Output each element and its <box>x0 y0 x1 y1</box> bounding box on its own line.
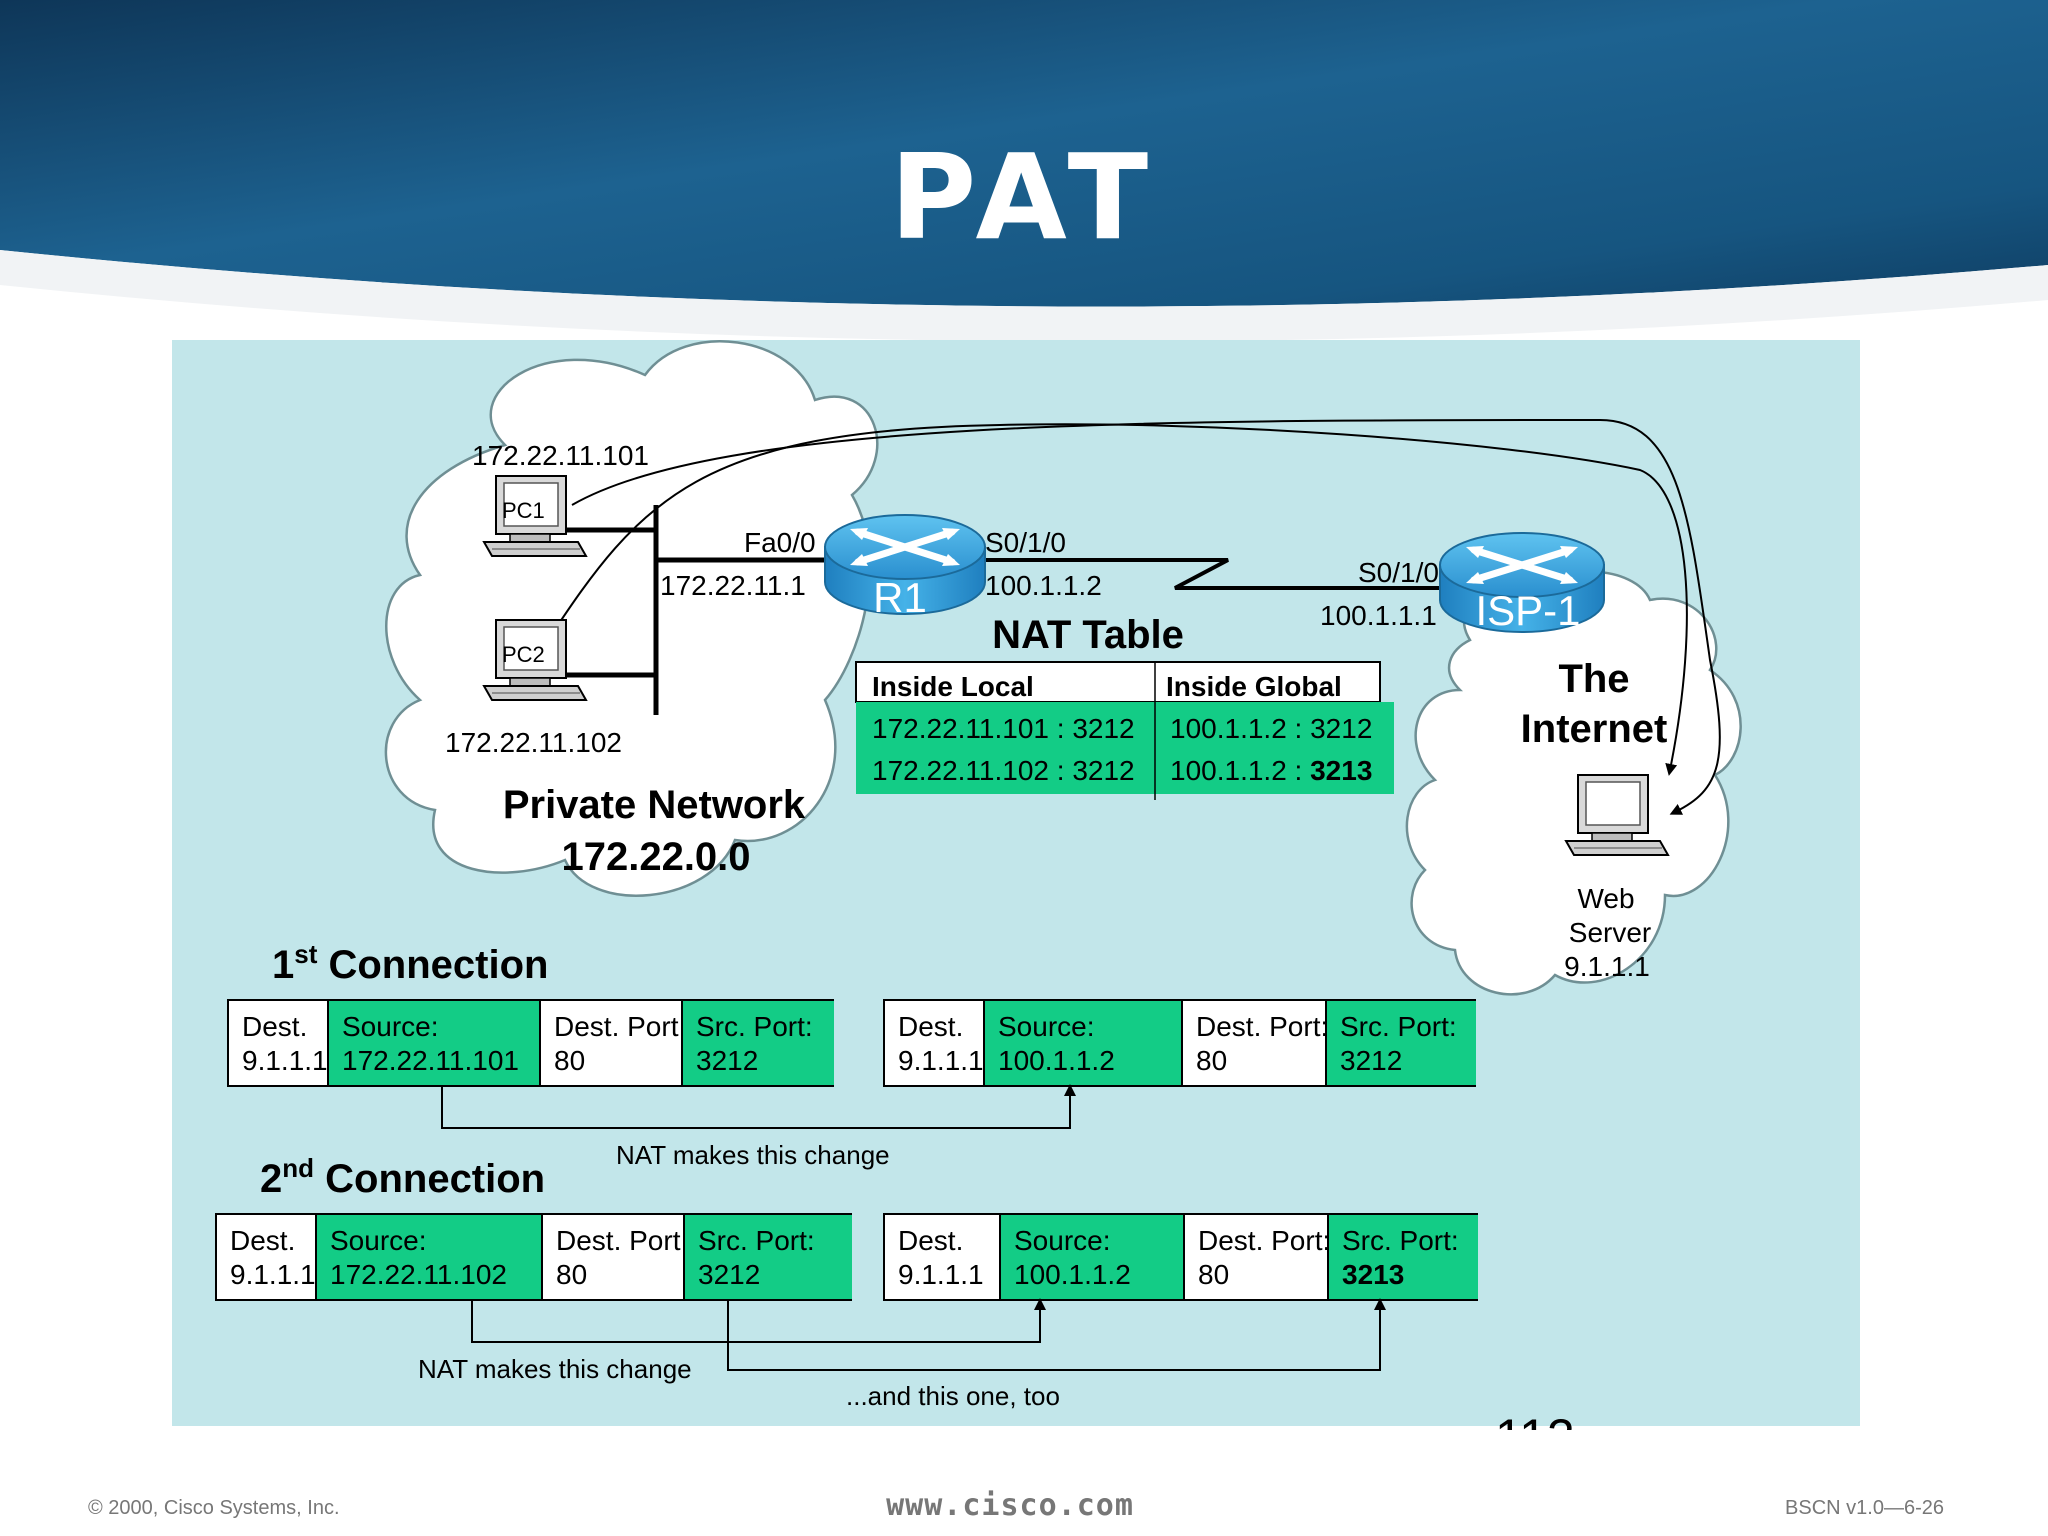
slide-title: PAT <box>889 128 1159 266</box>
connection2-original-packet-dest-value: 9.1.1.1 <box>230 1259 316 1290</box>
footer-url: www.cisco.com <box>886 1488 1134 1523</box>
page-number-fragment: 112 <box>1495 1409 1575 1465</box>
web-server-label-line1: Web <box>1577 883 1634 914</box>
connection1-original-packet-dest-label: Dest. <box>242 1011 307 1042</box>
nat-row1-inside-local: 172.22.11.101 : 3212 <box>872 713 1135 744</box>
nat-row1-inside-global: 100.1.1.2 : 3212 <box>1170 713 1372 744</box>
pc2-ip: 172.22.11.102 <box>445 727 622 758</box>
connection2-original-packet-source-value: 172.22.11.102 <box>330 1259 507 1290</box>
connection2-original-packet-dest-port-label: Dest. Port: <box>556 1225 688 1256</box>
connection1-original-packet-source-label: Source: <box>342 1011 439 1042</box>
connection1-original-packet-src-port-value: 3212 <box>696 1045 758 1076</box>
connection1-original-packet: Dest.9.1.1.1 Source:172.22.11.101 Dest. Po… <box>227 999 834 1087</box>
nat-table <box>855 661 1394 800</box>
r1-fa-ip: 172.22.11.1 <box>660 570 806 601</box>
connection1-translated-packet-source-label: Source: <box>998 1011 1095 1042</box>
web-server-label-line2: Server <box>1569 917 1651 948</box>
internet-cloud <box>1405 570 1742 996</box>
connection2-translated-packet-src-port-label: Src. Port: <box>1342 1225 1459 1256</box>
internet-label-line1: The <box>1558 657 1629 701</box>
router-isp1-icon <box>1439 532 1605 633</box>
connection2-original-packet-source-label: Source: <box>330 1225 427 1256</box>
connection1-translated-packet-dest-port-label: Dest. Port: <box>1196 1011 1328 1042</box>
connection2-note1: NAT makes this change <box>418 1354 692 1384</box>
r1-serial-ip: 100.1.1.2 <box>985 570 1102 601</box>
connection2-original-packet-dest-port-value: 80 <box>556 1259 587 1290</box>
lan-bus <box>560 505 830 715</box>
private-network-label: Private Network <box>503 783 806 827</box>
connection1-translated-packet: Dest.9.1.1.1 Source:100.1.1.2 Dest. Port:8… <box>883 999 1476 1087</box>
pc2-name: PC2 <box>502 642 545 667</box>
footer-copyright: © 2000, Cisco Systems, Inc. <box>88 1497 340 1519</box>
nat-table-title: NAT Table <box>992 613 1184 657</box>
pc1-name: PC1 <box>502 498 545 523</box>
connection1-note: NAT makes this change <box>616 1140 890 1170</box>
connection1-translated-packet-src-port-label: Src. Port: <box>1340 1011 1457 1042</box>
router-r1-name: R1 <box>873 574 927 621</box>
connection2-original-packet-src-port-label: Src. Port: <box>698 1225 815 1256</box>
connection1-translated-packet-dest-port-value: 80 <box>1196 1045 1227 1076</box>
footer-course-code: BSCN v1.0—6-26 <box>1785 1497 1944 1519</box>
connection2-translated-packet: Dest.9.1.1.1 Source:100.1.1.2 Dest. Port:8… <box>883 1213 1478 1301</box>
web-server-ip: 9.1.1.1 <box>1564 951 1650 982</box>
connection1-translated-packet-dest-label: Dest. <box>898 1011 963 1042</box>
nat-row2-inside-local: 172.22.11.102 : 3212 <box>872 755 1135 786</box>
connection2-note2: ...and this one, too <box>846 1381 1060 1411</box>
connection2-translated-packet-source-value: 100.1.1.2 <box>1014 1259 1131 1290</box>
isp1-serial-interface: S0/1/0 <box>1358 557 1439 588</box>
connection2-translated-packet-dest-label: Dest. <box>898 1225 963 1256</box>
connection1-translated-packet-dest-value: 9.1.1.1 <box>898 1045 984 1076</box>
nat-change-arrows <box>441 1084 1386 1371</box>
connection2-original-packet-src-port-value: 3212 <box>698 1259 760 1290</box>
connection1-original-packet-src-port-label: Src. Port: <box>696 1011 813 1042</box>
connection2-original-packet: Dest.9.1.1.1 Source:172.22.11.102 Dest. Po… <box>215 1213 852 1301</box>
pc1-ip: 172.22.11.101 <box>472 440 649 471</box>
connection1-translated-packet-source-value: 100.1.1.2 <box>998 1045 1115 1076</box>
nat-table-header-inside-local: Inside Local <box>872 671 1034 702</box>
header-banner <box>0 0 2048 340</box>
nat-row2-inside-global: 100.1.1.2 : 3213 <box>1170 755 1372 786</box>
internet-label-line2: Internet <box>1521 707 1668 751</box>
router-isp1-name: ISP-1 <box>1475 587 1580 634</box>
connection1-translated-packet-src-port-value: 3212 <box>1340 1045 1402 1076</box>
connection1-original-packet-dest-port-value: 80 <box>554 1045 585 1076</box>
private-network-address: 172.22.0.0 <box>561 835 750 879</box>
connection2-translated-packet-src-port-value: 3213 <box>1342 1259 1404 1290</box>
connection-curves <box>547 418 1721 815</box>
nat-table-header-inside-global: Inside Global <box>1166 671 1342 702</box>
connection1-original-packet-dest-value: 9.1.1.1 <box>242 1045 328 1076</box>
connection1-original-packet-source-value: 172.22.11.101 <box>342 1045 519 1076</box>
connection2-translated-packet-dest-port-label: Dest. Port: <box>1198 1225 1330 1256</box>
connection2-translated-packet-dest-port-value: 80 <box>1198 1259 1229 1290</box>
r1-serial-interface: S0/1/0 <box>985 527 1066 558</box>
connection2-translated-packet-dest-value: 9.1.1.1 <box>898 1259 984 1290</box>
connection2-original-packet-dest-label: Dest. <box>230 1225 295 1256</box>
isp1-serial-ip: 100.1.1.1 <box>1320 600 1437 631</box>
serial-link <box>980 558 1450 590</box>
connection1-original-packet-dest-port-label: Dest. Port: <box>554 1011 686 1042</box>
connection2-translated-packet-source-label: Source: <box>1014 1225 1111 1256</box>
connection1-heading: 1st Connection <box>272 939 548 987</box>
router-r1-icon <box>824 514 986 615</box>
r1-fa-interface: Fa0/0 <box>744 527 816 558</box>
connection2-heading: 2nd Connection <box>260 1153 545 1201</box>
